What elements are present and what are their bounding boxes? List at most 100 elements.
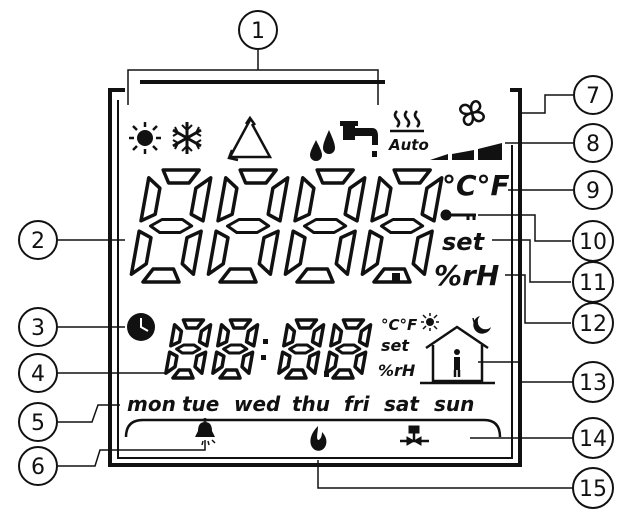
clock-icon [127, 313, 155, 341]
clock-digit-3 [277, 318, 326, 380]
clock-digit-1-segment [193, 350, 208, 375]
main-digit-4 [360, 168, 444, 284]
main-digit-4-segment [411, 229, 434, 276]
callout-7: 7 [573, 75, 613, 115]
clock-digit-2-segment [244, 323, 260, 348]
main-digit-2-segment [257, 229, 280, 276]
main-digits [129, 168, 444, 284]
callout-11: 11 [572, 261, 614, 303]
main-digit-3-segment [283, 229, 307, 276]
main-digit-3 [283, 168, 367, 284]
clock-digit-1-segment [197, 323, 213, 348]
main-digit-3-segment [343, 176, 367, 223]
auto-label: Auto [388, 136, 429, 154]
main-digit-2-segment [266, 176, 290, 223]
main-digit-1-segment [141, 267, 181, 284]
house-person-icon [420, 325, 495, 385]
main-digit-2 [206, 168, 290, 284]
clock-digit-2-segment [218, 368, 242, 380]
main-digit-4-segment [370, 176, 393, 223]
moon-icon [472, 316, 491, 334]
temp-units-small: °C°F [381, 316, 418, 334]
clock-digit-1-segment [181, 318, 206, 330]
callout-10: 10 [572, 220, 614, 262]
main-digit-2-segment [206, 229, 230, 276]
clock-digit-3-segment [310, 323, 326, 348]
callout-12: 12 [572, 302, 614, 344]
clock-digit-4-segment [331, 368, 355, 380]
main-digit-4-segment [360, 229, 384, 276]
snowflake-icon [172, 122, 202, 154]
svg-text:13: 13 [579, 371, 607, 396]
callout-4: 4 [18, 353, 58, 393]
clock-digit-1-segment [171, 368, 195, 380]
svg-text:2: 2 [31, 229, 45, 254]
clock-digit-2 [211, 318, 260, 380]
main-digit-1-segment [129, 229, 153, 276]
main-digit-3-segment [315, 168, 355, 185]
valve-icon [400, 425, 429, 446]
clock-digit-3-segment [306, 350, 321, 375]
main-digit-1-segment [139, 176, 162, 223]
svg-text:10: 10 [579, 230, 607, 255]
callout-8: 8 [573, 123, 613, 163]
clock-digit-2-segment [228, 318, 253, 330]
main-digit-3-segment [295, 267, 335, 284]
sun-small-icon [421, 313, 439, 331]
day-thu: thu [292, 392, 330, 416]
humidity-small-label: %rH [378, 361, 416, 380]
days-row: mon tue wed thu fri sat sun [127, 392, 474, 416]
faucet-icon [340, 121, 378, 157]
key-icon [440, 209, 476, 221]
day-fri: fri [344, 392, 371, 416]
svg-text:6: 6 [31, 455, 45, 480]
main-digit-2-segment [216, 176, 239, 223]
svg-text:3: 3 [31, 316, 45, 341]
day-sat: sat [384, 392, 420, 416]
small-decimal-point [324, 371, 329, 377]
main-digit-3-segment [302, 218, 348, 234]
recycle-triangle-icon [227, 115, 273, 162]
callout-3: 3 [18, 307, 58, 347]
main-digit-3-segment [293, 176, 316, 223]
clock-digit-2-segment [222, 343, 249, 355]
lcd-frame [108, 80, 522, 467]
clock-digit-3-segment [277, 350, 292, 375]
main-digit-1-segment [161, 168, 201, 185]
clock-digit-2-segment [216, 323, 231, 348]
clock-digit-4 [324, 318, 373, 380]
clock-digit-4-segment [329, 323, 344, 348]
clock-digit-2-segment [240, 350, 255, 375]
clock-digit-4-segment [341, 318, 366, 330]
main-digit-2-segment [238, 168, 278, 185]
clock-digit-1-segment [164, 350, 179, 375]
clock-digit-1-segment [169, 323, 184, 348]
day-mon: mon [127, 392, 176, 416]
callouts: 1 2 3 4 5 6 7 8 9 10 11 12 13 14 15 [18, 10, 614, 509]
clock-digits [164, 318, 373, 380]
svg-text:14: 14 [579, 427, 607, 452]
main-digit-4-segment [379, 218, 425, 234]
callout-13: 13 [572, 361, 614, 403]
clock-digit-4-segment [353, 350, 368, 375]
main-digit-2-segment [218, 267, 258, 284]
day-wed: wed [234, 392, 281, 416]
set-small-label: set [381, 336, 410, 355]
main-digit-2-segment [225, 218, 271, 234]
sun-icon [129, 122, 161, 154]
set-main-label: set [442, 228, 486, 256]
svg-text:1: 1 [251, 19, 265, 44]
bell-icon [195, 418, 216, 446]
heat-waves-icon [390, 110, 424, 133]
main-digit-1 [129, 168, 213, 284]
clock-digit-3-segment [288, 343, 315, 355]
clock-digit-1 [164, 318, 213, 380]
main-digit-1-segment [189, 176, 213, 223]
temp-units-main: °C°F [442, 169, 510, 202]
leader-lines [58, 50, 573, 489]
flame-icon [310, 426, 327, 451]
callout-5: 5 [18, 402, 58, 442]
main-digit-1-segment [148, 218, 194, 234]
main-digit-4-segment [392, 168, 432, 185]
